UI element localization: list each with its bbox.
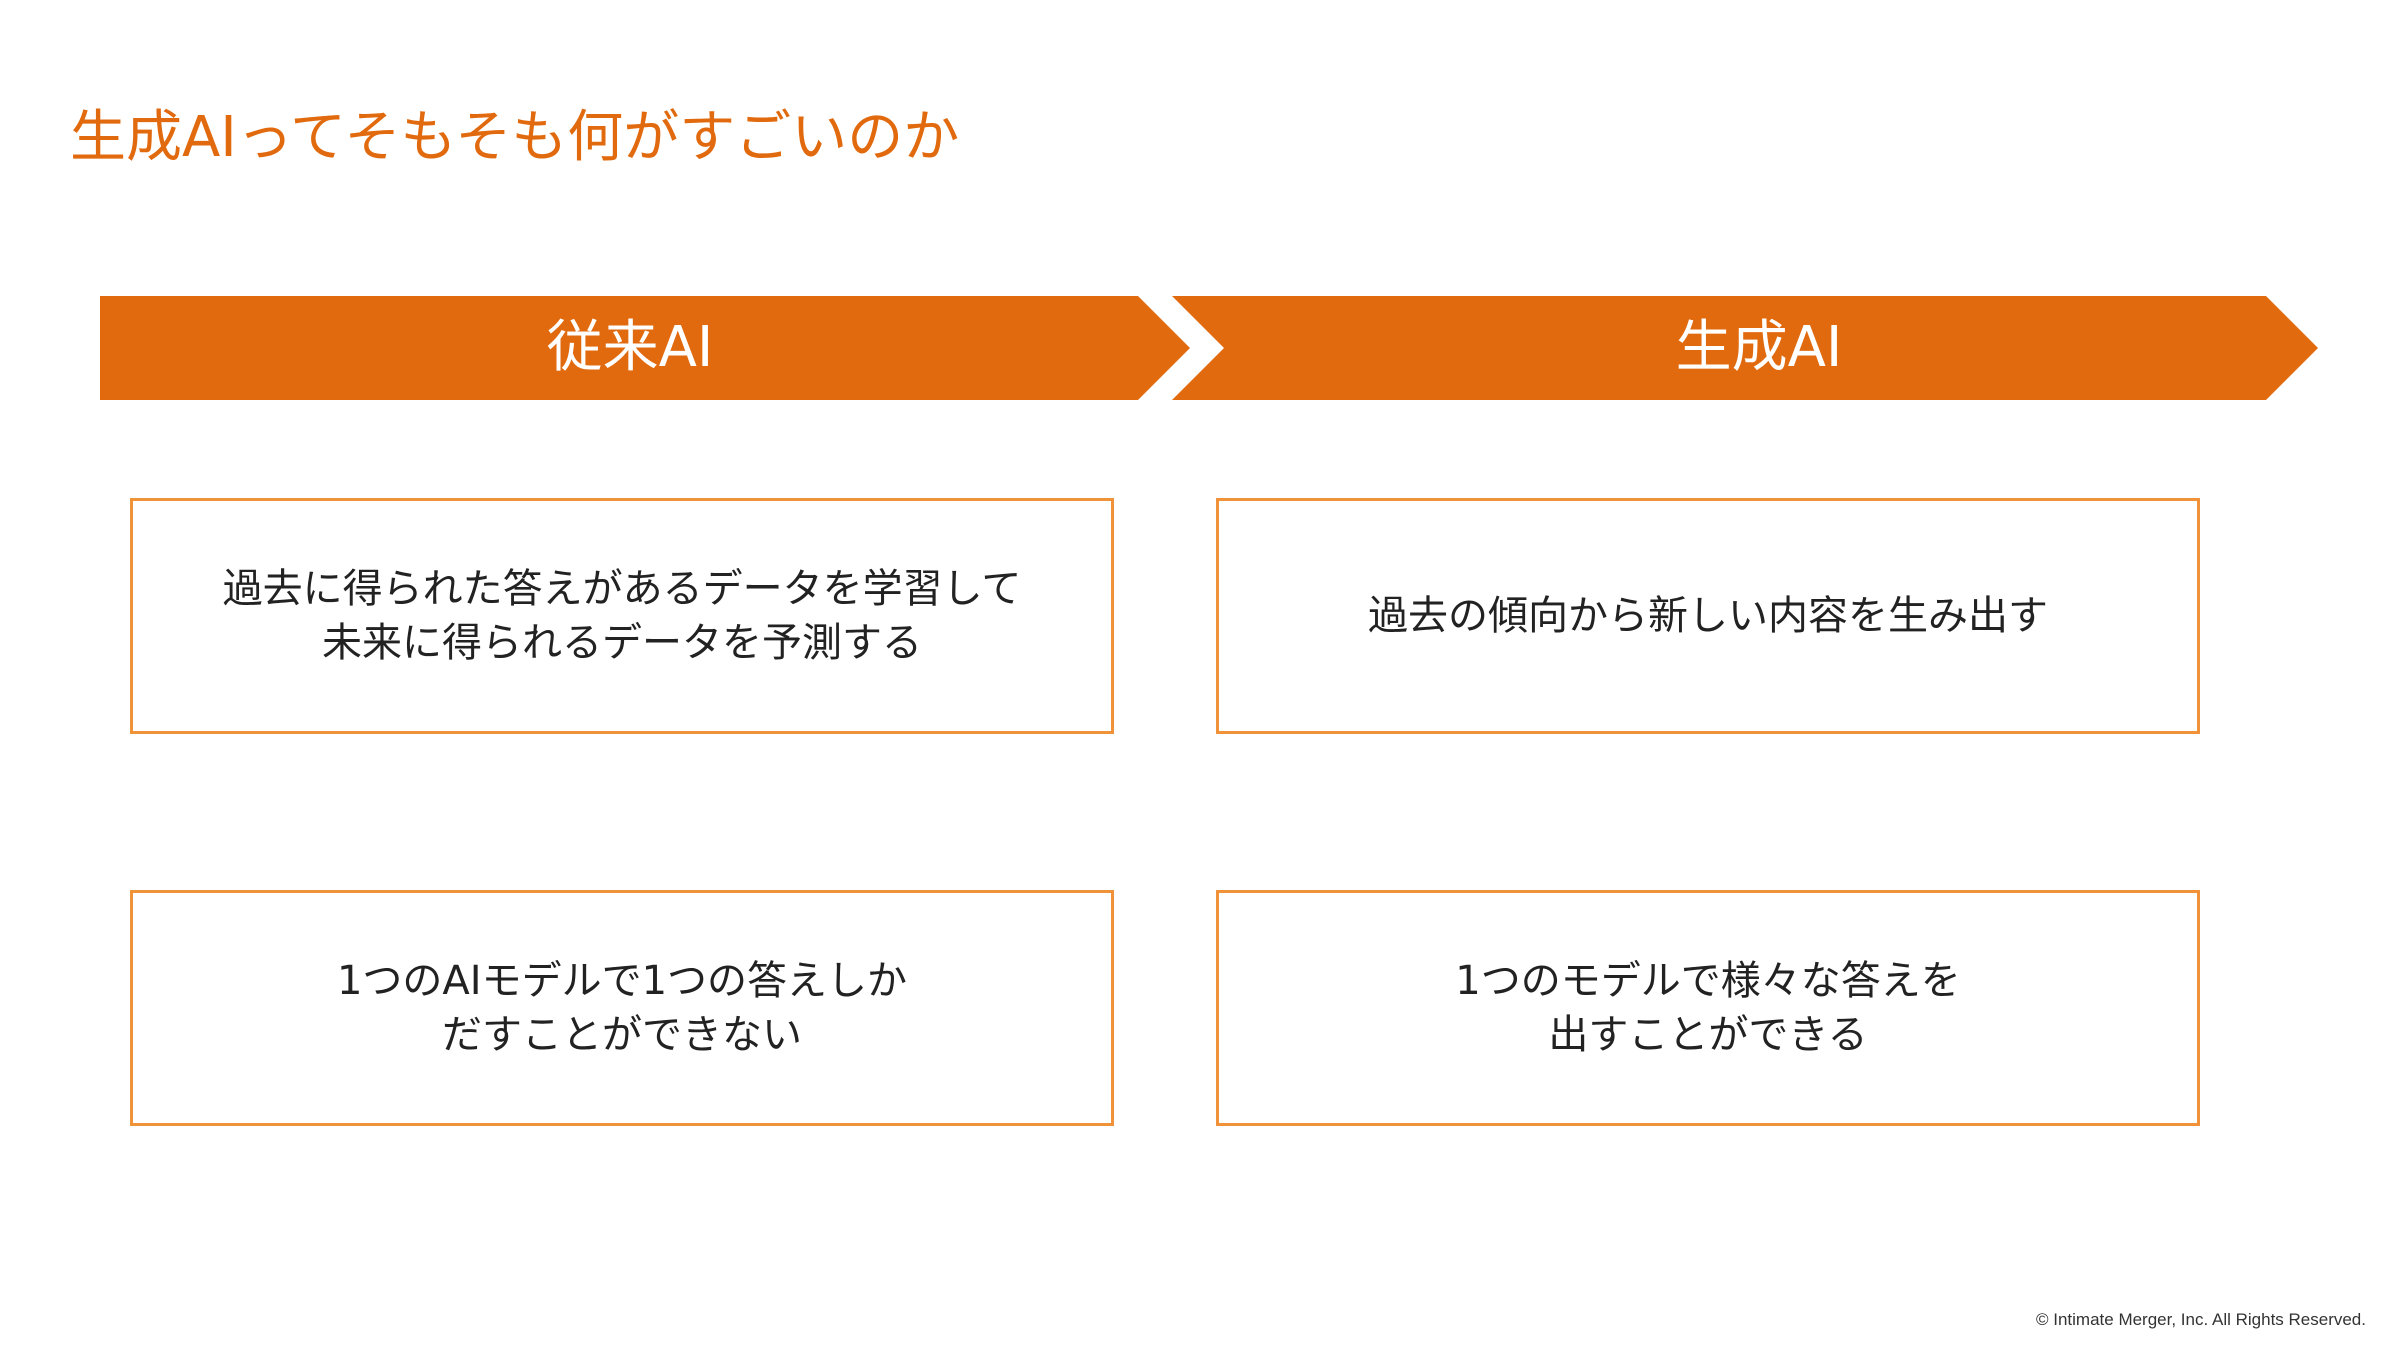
card-line: だすことができない	[442, 1012, 802, 1058]
card-text: 過去に得られた答えがあるデータを学習して 未来に得られるデータを予測する	[223, 562, 1022, 670]
card-line: 未来に得られるデータを予測する	[322, 620, 922, 666]
chevron-generative-ai	[1172, 296, 2318, 400]
card-line: 過去の傾向から新しい内容を生み出す	[1368, 593, 2048, 639]
card-line: 出すことができる	[1548, 1012, 1868, 1058]
card-line: 1つのAIモデルで1つの答えしか	[336, 958, 908, 1004]
card-text: 1つのAIモデルで1つの答えしか だすことができない	[337, 954, 907, 1062]
card-conventional-ai-learning: 過去に得られた答えがあるデータを学習して 未来に得られるデータを予測する	[130, 498, 1114, 734]
column-header-conventional-ai: 従来AI	[546, 315, 714, 380]
column-header-generative-ai: 生成AI	[1675, 315, 1843, 380]
slide-title: 生成AIってそもそも何がすごいのか	[70, 105, 960, 170]
copyright-notice: © Intimate Merger, Inc. All Rights Reser…	[2036, 1310, 2366, 1329]
card-generative-ai-various-answers: 1つのモデルで様々な答えを 出すことができる	[1216, 890, 2200, 1126]
card-text: 過去の傾向から新しい内容を生み出す	[1368, 589, 2048, 643]
card-conventional-ai-single-answer: 1つのAIモデルで1つの答えしか だすことができない	[130, 890, 1114, 1126]
card-line: 過去に得られた答えがあるデータを学習して	[222, 566, 1022, 612]
chevron-conventional-ai	[100, 296, 1190, 400]
card-line: 1つのモデルで様々な答えを	[1455, 958, 1961, 1004]
card-generative-ai-creation: 過去の傾向から新しい内容を生み出す	[1216, 498, 2200, 734]
card-text: 1つのモデルで様々な答えを 出すことができる	[1455, 954, 1960, 1062]
